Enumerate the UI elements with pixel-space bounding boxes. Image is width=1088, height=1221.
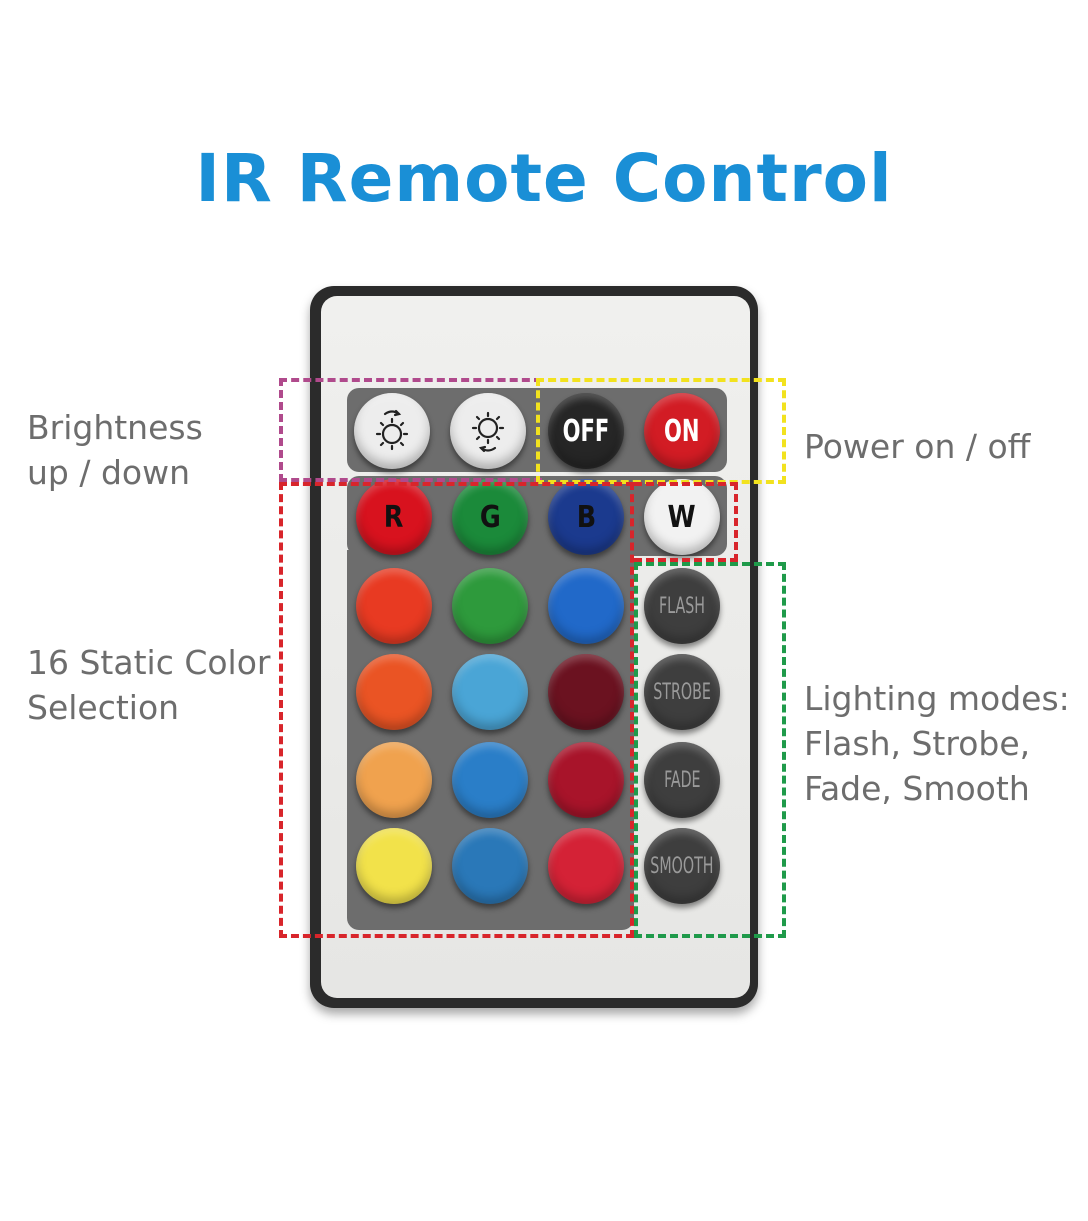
- green-button-label: G: [479, 499, 501, 535]
- strobe-button-label: STROBE: [653, 679, 711, 705]
- color-button-12[interactable]: [548, 828, 624, 904]
- blue-button-label: B: [576, 499, 596, 535]
- color-button-10[interactable]: [356, 828, 432, 904]
- on-button[interactable]: ON: [644, 393, 720, 469]
- page-title: IR Remote Control: [195, 140, 893, 217]
- sun-down-icon: [471, 411, 505, 453]
- power-group-box: [536, 378, 786, 484]
- color-button-4[interactable]: [356, 654, 432, 730]
- red-button-label: R: [384, 499, 404, 535]
- brightness-group-box: [279, 378, 542, 482]
- color-button-6[interactable]: [548, 654, 624, 730]
- static-color-label: 16 Static Color Selection: [27, 643, 271, 727]
- red-button[interactable]: R: [356, 479, 432, 555]
- color-button-3[interactable]: [548, 568, 624, 644]
- smooth-button[interactable]: SMOOTH: [644, 828, 720, 904]
- off-button[interactable]: OFF: [548, 393, 624, 469]
- lighting-modes-label: Lighting modes: Flash, Strobe, Fade, Smo…: [804, 679, 1070, 808]
- brightness-label: Brightness up / down: [27, 408, 203, 492]
- on-button-label: ON: [664, 413, 700, 449]
- green-button[interactable]: G: [452, 479, 528, 555]
- brightness-up-button[interactable]: [354, 393, 430, 469]
- color-button-11[interactable]: [452, 828, 528, 904]
- color-button-7[interactable]: [356, 742, 432, 818]
- fade-button-label: FADE: [663, 767, 701, 793]
- power-label: Power on / off: [804, 427, 1031, 466]
- flash-button[interactable]: FLASH: [644, 568, 720, 644]
- smooth-button-label: SMOOTH: [650, 853, 714, 879]
- brightness-down-button[interactable]: [450, 393, 526, 469]
- sun-up-icon: [375, 409, 409, 451]
- color-button-1[interactable]: [356, 568, 432, 644]
- fade-button[interactable]: FADE: [644, 742, 720, 818]
- strobe-button[interactable]: STROBE: [644, 654, 720, 730]
- flash-button-label: FLASH: [658, 593, 706, 619]
- blue-button[interactable]: B: [548, 479, 624, 555]
- white-button-label: W: [667, 499, 697, 535]
- color-button-9[interactable]: [548, 742, 624, 818]
- mode-group-box: [634, 562, 786, 938]
- white-button[interactable]: W: [644, 479, 720, 555]
- white-group-box: [634, 482, 738, 562]
- color-button-8[interactable]: [452, 742, 528, 818]
- color-button-2[interactable]: [452, 568, 528, 644]
- color-button-5[interactable]: [452, 654, 528, 730]
- color-group-box: [279, 482, 634, 938]
- off-button-label: OFF: [562, 413, 610, 449]
